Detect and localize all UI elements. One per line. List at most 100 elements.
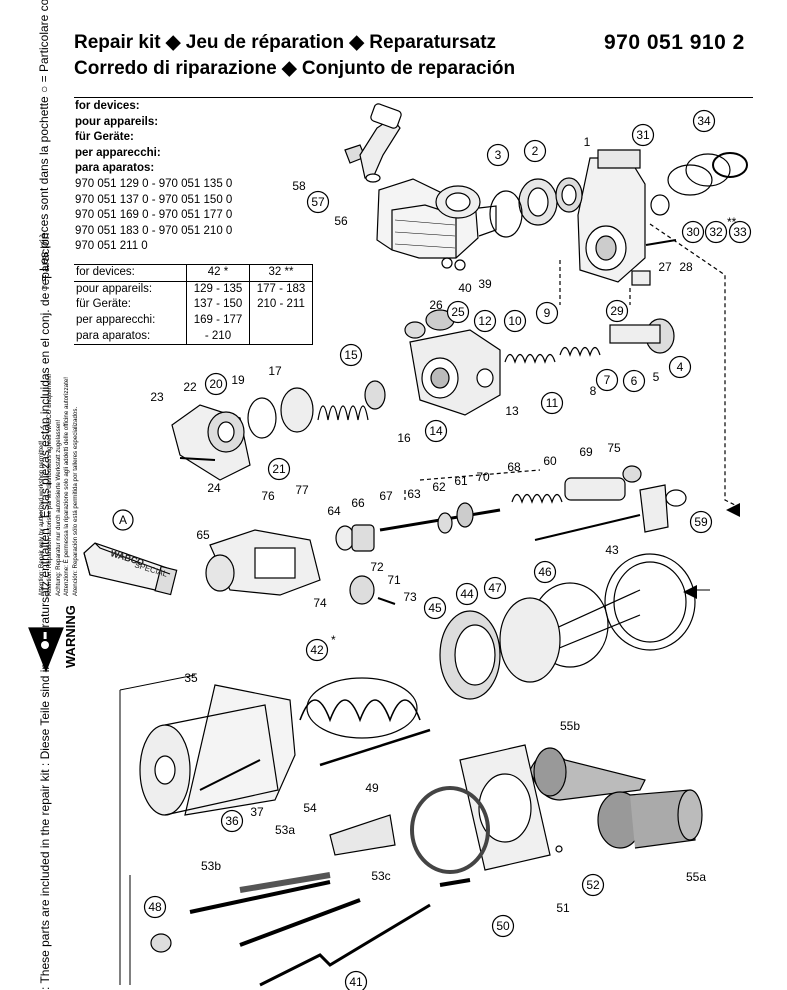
callout-33: 33 <box>728 220 752 244</box>
ring-19 <box>247 397 277 439</box>
piston-4 <box>609 318 675 354</box>
ring-33 <box>685 153 731 187</box>
callout-57: 57 <box>306 190 330 214</box>
spring-68 <box>511 493 563 504</box>
callout-number: 2 <box>532 144 539 158</box>
rod-53c <box>239 898 361 947</box>
callout-number: 12 <box>478 314 492 328</box>
callout-40: 40 <box>458 281 472 295</box>
callout-number: 23 <box>150 390 164 404</box>
table-cell: - 210 <box>186 328 250 345</box>
rod-53b <box>189 880 331 914</box>
table-row: pour appareils: 129 - 135 177 - 183 <box>74 281 313 298</box>
clamp-50-bolt <box>439 878 471 887</box>
callout-56: 56 <box>334 214 348 228</box>
cone-54 <box>329 814 396 856</box>
sleeve-66 <box>351 524 375 552</box>
plunger-69 <box>564 465 642 501</box>
callout-number: 39 <box>478 277 492 291</box>
callout-65: 65 <box>196 528 210 542</box>
callout-number: 56 <box>334 214 348 228</box>
callout-77: 77 <box>295 483 309 497</box>
callout-number: 53b <box>201 859 221 873</box>
callout-number: 1 <box>584 135 591 149</box>
callout-number: 60 <box>543 454 557 468</box>
table-cell: für Geräte: <box>76 298 131 311</box>
warning-triangle-icon <box>28 627 64 673</box>
callout-number: 31 <box>636 128 650 142</box>
callout-number: 16 <box>397 431 411 445</box>
callout-number: 71 <box>387 573 401 587</box>
callout-number: 15 <box>344 348 358 362</box>
callout-number: 17 <box>268 364 282 378</box>
device-range: 970 051 169 0 - 970 051 177 0 <box>75 209 233 222</box>
screw-24 <box>179 457 216 461</box>
callout-number: 48 <box>148 900 162 914</box>
callout-71: 71 <box>387 573 401 587</box>
nut-71 <box>349 575 375 605</box>
callout-10: 10 <box>503 309 527 333</box>
callout-53b: 53b <box>201 859 221 873</box>
table-cell: pour appareils: <box>76 282 153 295</box>
callout-76: 76 <box>261 489 275 503</box>
flange-51 <box>459 744 551 871</box>
callout-1: 1 <box>584 135 591 149</box>
callout-number: 41 <box>349 975 363 989</box>
callout-68: 68 <box>507 460 521 474</box>
device-label: for devices: <box>75 100 140 112</box>
ring-34 <box>712 152 748 178</box>
callout-number: 37 <box>250 805 264 819</box>
callout-number: 40 <box>458 281 472 295</box>
table-row: für Geräte: 137 - 150 210 - 211 <box>74 297 313 313</box>
bracket-59 <box>639 484 669 533</box>
callout-29: 29 <box>605 299 629 323</box>
callout-number: 42 <box>310 643 324 657</box>
callout-44: 44 <box>455 582 479 606</box>
callout-number: 46 <box>538 565 552 579</box>
callout-number: 32 <box>709 225 723 239</box>
table-row: per apparecchi: 169 - 177 <box>74 312 313 329</box>
callout-36: 36 <box>220 809 244 833</box>
callout-47: 47 <box>483 576 507 600</box>
callout-number: 58 <box>292 179 306 193</box>
callout-number: 3 <box>495 148 502 162</box>
callout-42: 42 <box>305 638 329 662</box>
title-line-1: Repair kit ◆ Jeu de réparation ◆ Reparat… <box>74 32 497 53</box>
callout-number: 33 <box>733 225 747 239</box>
callout-number: 62 <box>432 480 446 494</box>
spring-42 <box>299 699 421 723</box>
callout-number: 59 <box>694 515 708 529</box>
callout-41: 41 <box>344 970 368 990</box>
housing-56 <box>376 178 497 259</box>
rod-49 <box>319 728 431 767</box>
callout-34: 34 <box>692 109 716 133</box>
ring-59 <box>665 489 687 507</box>
callout-number: 13 <box>505 404 519 418</box>
ring-40 <box>441 257 453 269</box>
screw-27 <box>645 239 677 246</box>
callout-63: 63 <box>407 487 421 501</box>
callout-number: 28 <box>679 260 693 274</box>
callout-35: 35 <box>184 671 198 685</box>
callout-24: 24 <box>207 481 221 495</box>
callout-55b: 55b <box>560 719 580 733</box>
callout-number: 72 <box>370 560 384 574</box>
callout-23: 23 <box>150 390 164 404</box>
device-variant-table: for devices: 42 * 32 ** pour appareils: … <box>74 264 313 345</box>
piston-45 <box>439 610 501 700</box>
callout-number: 4 <box>677 360 684 374</box>
callout-20: 20 <box>204 372 228 396</box>
ring-16 <box>364 380 386 410</box>
header-rule <box>74 97 753 98</box>
callout-number: 44 <box>460 587 474 601</box>
callout-75: 75 <box>607 441 621 455</box>
callout-number: 10 <box>508 314 522 328</box>
callout-73: 73 <box>403 590 417 604</box>
callout-number: 9 <box>544 306 551 320</box>
ring-64 <box>335 525 355 551</box>
callout-43: 43 <box>605 543 619 557</box>
callout-6: 6 <box>622 369 646 393</box>
rod-70 <box>534 514 641 541</box>
callout-number: 36 <box>225 814 239 828</box>
valve-body-1 <box>577 149 670 283</box>
